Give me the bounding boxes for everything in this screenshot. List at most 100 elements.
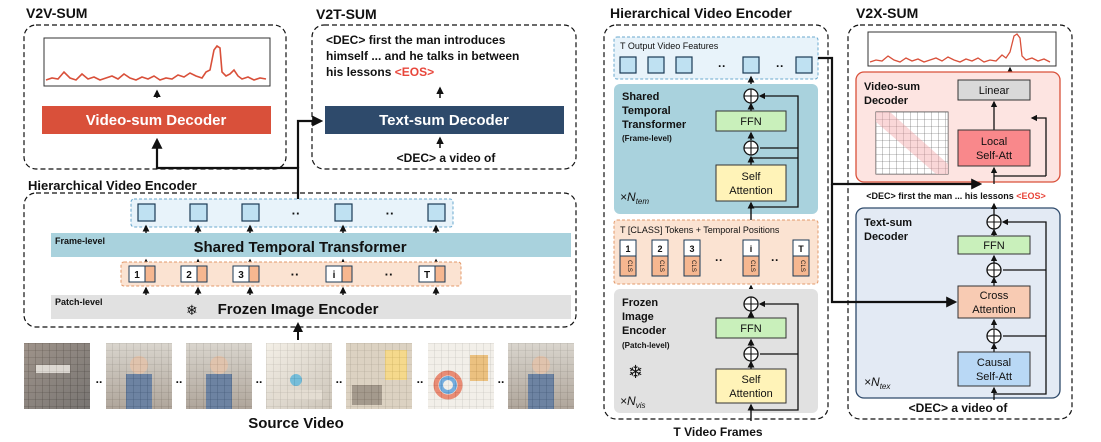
ffn-block-temporal <box>715 110 787 132</box>
ffn-block-patch <box>715 317 787 339</box>
n-vis-label: ×Nvis <box>620 394 645 410</box>
v2t-output-line2: himself ... and he talks in between <box>326 49 519 63</box>
hve-output-tokens: ·· ·· <box>137 203 446 222</box>
video-frame-thumbnail <box>106 343 172 409</box>
n-tem-label: ×Ntem <box>620 190 649 206</box>
self-attention-label-temporal-1: Self <box>742 171 762 183</box>
left-cls-tokens: 1 2 3 ·· i ·· T <box>128 265 446 283</box>
hve-left-title: Hierarchical Video Encoder <box>28 178 197 193</box>
frame-dots: .. <box>96 372 103 386</box>
output-feature-token <box>619 56 637 74</box>
frame-dots: .. <box>336 372 343 386</box>
output-features-label: T Output Video Features <box>620 41 719 51</box>
video-frame-thumbnail <box>266 343 332 409</box>
cls-token-dots: ·· <box>715 253 723 267</box>
output-feature-token <box>647 56 665 74</box>
svg-text:1: 1 <box>625 244 630 254</box>
shared-temporal-transformer-label: Shared Temporal Transformer <box>193 239 406 256</box>
causal-self-att-label-2: Self-Att <box>976 371 1012 383</box>
stt-detail-label-2: Temporal <box>622 105 671 117</box>
cls-token-label: 1 <box>134 270 140 281</box>
n-tex-label: ×Ntex <box>864 375 891 391</box>
v2v-score-plot <box>43 37 271 87</box>
cls-token-label: 2 <box>186 270 192 281</box>
hve-to-text-decoder-connector <box>296 115 324 168</box>
output-feature-token <box>795 56 813 74</box>
cls-token: 1 CLS <box>619 239 637 277</box>
cls-token-label: 3 <box>238 270 244 281</box>
hve-to-decoders-connector <box>151 137 300 199</box>
svg-text:CLS: CLS <box>690 260 696 272</box>
hve-detail-box <box>603 24 829 420</box>
svg-text:CLS: CLS <box>799 260 805 272</box>
video-sum-decoder-left <box>42 106 271 134</box>
self-attention-block-temporal <box>715 164 787 202</box>
output-feature-token <box>675 56 693 74</box>
text-sum-decoder-right-label-1: Text-sum <box>864 217 912 229</box>
output-feature-dots: ·· <box>776 59 784 73</box>
fie-patch-level: (Patch-level) <box>622 341 670 350</box>
cls-token-dots: ·· <box>385 267 394 282</box>
causal-self-att-label-1: Causal <box>977 357 1011 369</box>
hve-detail-title: Hierarchical Video Encoder <box>610 5 792 21</box>
ffn-label-temporal: FFN <box>740 116 761 128</box>
shared-temporal-transformer-bar <box>51 233 571 257</box>
ffn-label-patch: FFN <box>740 323 761 335</box>
local-self-att-label-1: Local <box>981 136 1007 148</box>
cls-token: i CLS <box>742 239 760 277</box>
snowflake-icon: ❄ <box>186 302 198 318</box>
cls-token-dots: ·· <box>771 253 779 267</box>
ffn-block-text <box>957 235 1031 255</box>
middle-cls-tokens: 1 CLS 2 CLS 3 CLS ·· i CLS ·· <box>619 239 810 277</box>
cls-tokens-label: T [CLASS] Tokens + Temporal Positions <box>620 225 780 235</box>
fie-detail-label-1: Frozen <box>622 297 658 309</box>
patch-level-label: Patch-level <box>55 297 103 307</box>
frozen-image-encoder-label: Frozen Image Encoder <box>218 301 379 318</box>
source-video-frames: .. .. .. .. <box>24 343 574 409</box>
video-sum-decoder-right-label-1: Video-sum <box>864 81 920 93</box>
features-to-decoders-connector <box>818 56 983 190</box>
fie-detail-label-3: Encoder <box>622 325 667 337</box>
hve-output-strip <box>130 198 454 228</box>
frame-dots: .. <box>498 372 505 386</box>
local-self-att-label-2: Self-Att <box>976 150 1012 162</box>
local-self-att-block <box>957 129 1031 167</box>
right-bottom-input: <DEC> a video of <box>909 401 1009 415</box>
cross-attention-label-1: Cross <box>980 290 1009 302</box>
output-token <box>427 203 446 222</box>
text-sum-decoder-left-label: Text-sum Decoder <box>379 112 509 129</box>
output-token <box>189 203 208 222</box>
v2t-output-line1: <DEC> first the man introduces <box>326 33 506 47</box>
self-attention-label-patch-1: Self <box>742 374 762 386</box>
v2v-score-curve <box>45 44 267 81</box>
v2v-sum-title: V2V-SUM <box>26 5 87 21</box>
video-frame-thumbnail <box>24 343 90 409</box>
cls-token: 2 CLS <box>651 239 669 277</box>
v2t-sum-title: V2T-SUM <box>316 6 377 22</box>
video-frames-label: T Video Frames <box>673 425 762 439</box>
output-feature-tokens: ·· ·· <box>619 56 813 74</box>
text-sum-decoder-right-label-2: Decoder <box>864 231 909 243</box>
fie-detail-label-2: Image <box>622 311 654 323</box>
snowflake-icon: ❄ <box>628 362 643 382</box>
svg-text:T: T <box>798 244 804 254</box>
cls-token-label: T <box>424 270 430 281</box>
output-feature-token <box>742 56 760 74</box>
output-feature-dots: ·· <box>718 59 726 73</box>
video-frame-thumbnail <box>508 343 574 409</box>
causal-self-att-block <box>957 351 1031 387</box>
self-attention-block-patch <box>715 368 787 404</box>
v2v-sum-box <box>23 24 287 170</box>
output-token-dots: ·· <box>292 206 301 221</box>
features-to-cross-attention-connector <box>830 184 958 308</box>
source-video-label: Source Video <box>248 415 344 432</box>
video-sum-decoder-right-label-2: Decoder <box>864 95 909 107</box>
stt-detail-label-1: Shared <box>622 91 659 103</box>
v2t-sum-box <box>311 24 577 170</box>
video-frame-thumbnail <box>428 343 494 409</box>
left-panel: V2V-SUM Video-sum Decoder V2T-SUM <DEC> … <box>23 5 577 432</box>
frame-level-label: Frame-level <box>55 236 105 246</box>
right-panel: V2X-SUM Video-sum Decoder Linear Local S… <box>847 5 1073 420</box>
v2x-score-curve <box>869 33 1051 63</box>
cross-attention-label-2: Attention <box>972 304 1015 316</box>
